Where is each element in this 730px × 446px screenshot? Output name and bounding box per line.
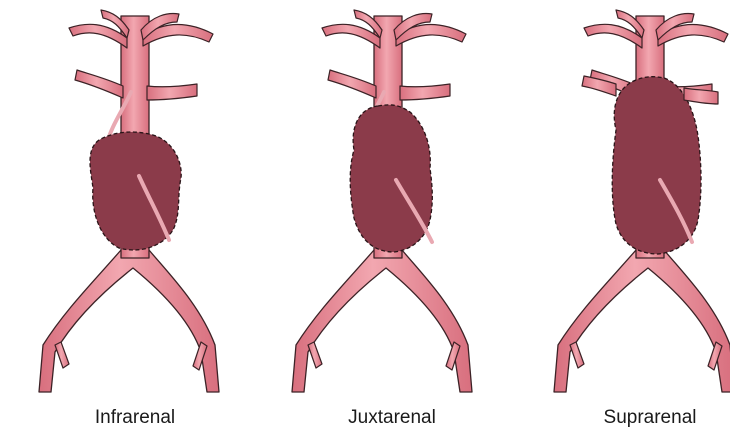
panel-suprarenal: Suprarenal xyxy=(554,10,730,428)
panel-infrarenal: Infrarenal xyxy=(39,10,219,428)
label-infrarenal: Infrarenal xyxy=(95,407,175,428)
aneurysm-sac xyxy=(350,105,432,252)
panel-juxtarenal: Juxtarenal xyxy=(292,10,472,428)
label-suprarenal: Suprarenal xyxy=(604,407,697,428)
label-juxtarenal: Juxtarenal xyxy=(348,407,436,428)
